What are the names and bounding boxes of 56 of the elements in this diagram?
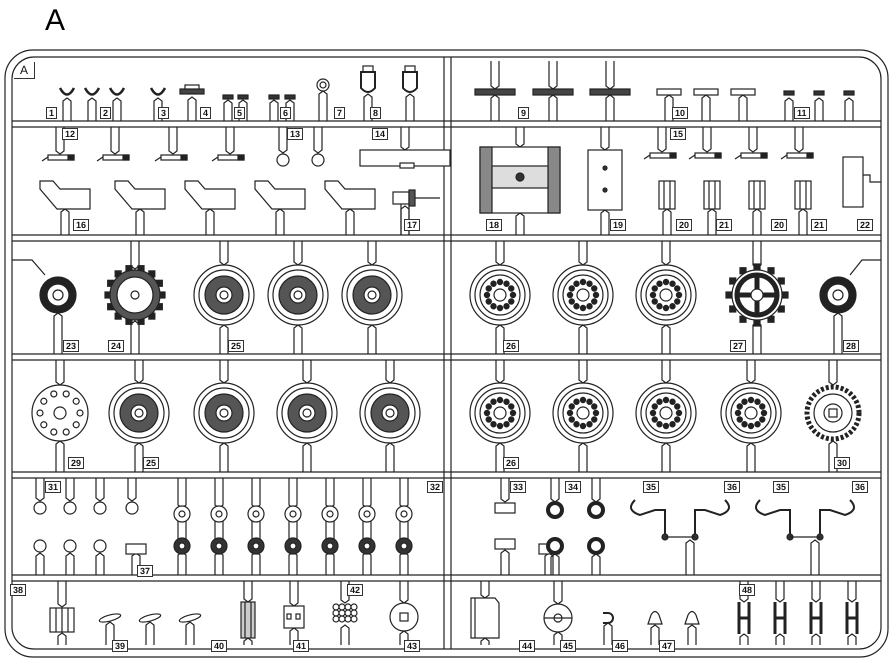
callout-number: 46: [612, 640, 628, 652]
callout-number: 15: [670, 128, 686, 140]
callout-number: 8: [370, 107, 382, 119]
callout-number: 4: [200, 107, 212, 119]
callout-number: 31: [45, 481, 62, 493]
callout-number: 10: [672, 107, 688, 119]
callout-number: 28: [843, 340, 860, 352]
callout-number: 35: [643, 481, 660, 493]
callout-number: 3: [158, 107, 170, 119]
callout-number: 36: [724, 481, 740, 493]
callout-number: 18: [486, 219, 502, 231]
callout-number: 39: [112, 640, 128, 652]
callout-number: 47: [659, 640, 676, 652]
callout-number: 34: [565, 481, 582, 493]
callout-number: 7: [334, 107, 346, 119]
callout-number: 37: [137, 565, 154, 577]
callout-number: 40: [211, 640, 228, 652]
callout-number: 25: [143, 457, 160, 469]
callout-number: 27: [730, 340, 746, 352]
callout-number: 9: [518, 107, 530, 119]
sprue-letter: A: [14, 62, 36, 79]
callout-number: 21: [811, 219, 828, 231]
callout-number: 26: [503, 340, 520, 352]
callout-number: 36: [852, 481, 868, 493]
callout-number: 12: [62, 128, 78, 140]
callout-number: 6: [280, 107, 292, 119]
callout-number: 5: [234, 107, 246, 119]
callout-number: 22: [857, 219, 874, 231]
callout-number: 1: [46, 107, 58, 119]
callout-number: 26: [503, 457, 520, 469]
callout-number: 41: [293, 640, 310, 652]
callout-number: 21: [716, 219, 732, 231]
callout-number: 17: [404, 219, 420, 231]
sheet-letter: A: [45, 4, 66, 38]
callout-number: 43: [404, 640, 420, 652]
callout-number: 38: [10, 584, 26, 596]
callout-number: 45: [560, 640, 576, 652]
callout-number: 35: [773, 481, 790, 493]
callout-number: 19: [610, 219, 626, 231]
callout-number: 32: [427, 481, 444, 493]
callout-number: 33: [510, 481, 526, 493]
callout-number: 25: [228, 340, 244, 352]
callout-number: 16: [73, 219, 90, 231]
callout-number: 44: [519, 640, 536, 652]
callout-number: 29: [68, 457, 84, 469]
callout-number: 42: [347, 584, 364, 596]
callout-number: 20: [676, 219, 692, 231]
callout-number: 48: [739, 584, 756, 596]
callout-number: 24: [108, 340, 124, 352]
callout-number: 23: [63, 340, 80, 352]
callout-number: 2: [100, 107, 112, 119]
callout-number: 14: [372, 128, 388, 140]
callout-number: 20: [771, 219, 788, 231]
callout-number: 11: [794, 107, 810, 119]
callout-number: 30: [834, 457, 850, 469]
callout-number: 13: [287, 128, 304, 140]
